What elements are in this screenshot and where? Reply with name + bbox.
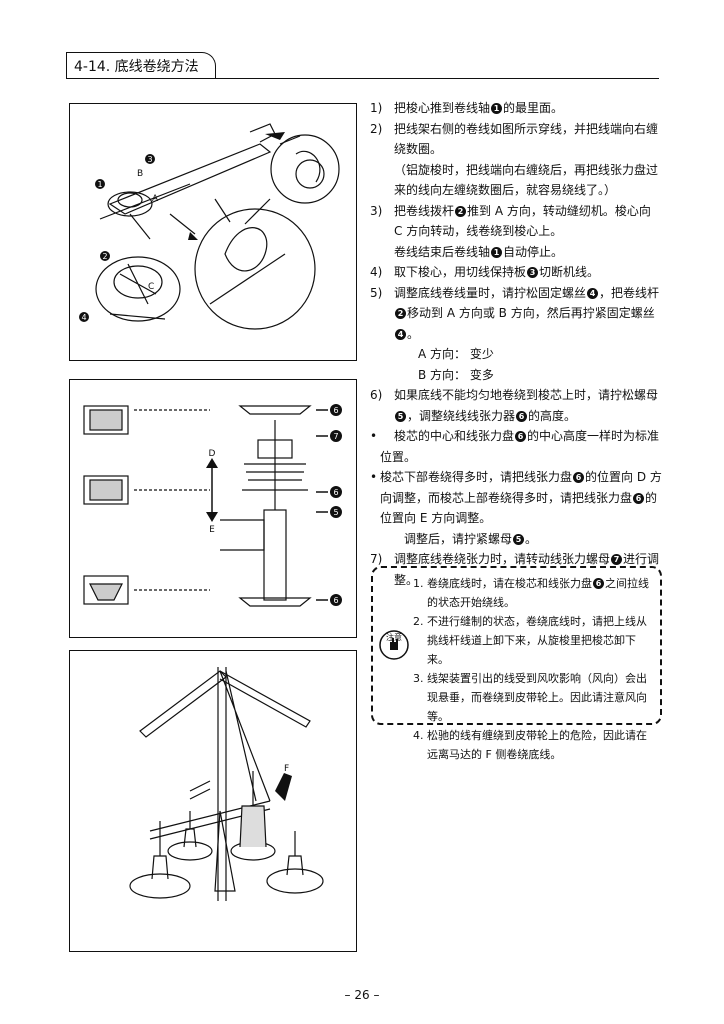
section-tab <box>66 52 216 79</box>
callout-5: 5 <box>395 410 406 422</box>
fig1-label-2: 2 <box>102 252 107 261</box>
caution-icon-text: 注意 <box>386 633 402 642</box>
page-number: – 26 – <box>344 988 380 1002</box>
fig3-label-f: F <box>284 764 289 774</box>
fig2-label-7: 7 <box>333 432 338 441</box>
callout-2: 2 <box>395 308 406 319</box>
fig2-label-6b: 6 <box>333 488 338 497</box>
caution-item: 3. 线架装置引出的线受到风吹影响（风向）会出现悬垂，而卷绕到皮带轮上。因此请注… <box>413 672 647 723</box>
callout-4: 4 <box>587 287 599 299</box>
section-title: 4-14. 底线卷绕方法 <box>74 59 199 75</box>
step-num: 3) <box>370 203 383 218</box>
step-num: 6) <box>370 388 383 402</box>
direction-b: B 方向： 变多 <box>418 367 494 382</box>
fig2-label-6c: 6 <box>333 596 338 605</box>
step-2: 2) 把线架右侧的卷线如图所示穿线，并把线端向右缠绕数圈。 （铝旋梭时，把线端向… <box>370 119 662 201</box>
section-rule <box>66 78 659 79</box>
fig2-label-d: D <box>209 449 216 459</box>
callout-4: 4 <box>395 328 406 340</box>
fig1-label-a: A <box>152 194 159 204</box>
fig2-label-6a: 6 <box>333 406 338 415</box>
step-num: 2) <box>370 121 383 136</box>
fig1-label-3: 3 <box>147 155 152 164</box>
callout-6: 6 <box>516 410 528 422</box>
caution-item: 2. 不进行缝制的状态，卷绕底线时，请把上线从挑线杆线道上卸下来，从旋梭里把梭芯… <box>413 615 647 666</box>
callout-2: 2 <box>455 205 467 217</box>
callout-6: 6 <box>573 472 585 483</box>
step-num: 1) <box>370 101 383 115</box>
direction-a: A 方向： 变少 <box>418 347 494 361</box>
fig1-label-b: B <box>137 169 143 179</box>
caution-hand-icon <box>379 630 409 660</box>
callout-3: 3 <box>527 267 539 278</box>
callout-1: 1 <box>491 246 503 258</box>
step-2-note: （铝旋梭时，把线端向右缠绕后，再把线张力盘过来的线向左缠绕数圈后，就容易绕线了。… <box>394 162 659 198</box>
figure-tension-adjustment: 6 7 6 5 6 D E <box>69 379 357 638</box>
callout-5: 5 <box>513 533 525 545</box>
callout-7: 7 <box>611 554 623 565</box>
step-num: 4) <box>370 265 383 279</box>
callout-6: 6 <box>515 431 527 442</box>
fig1-label-c: C <box>148 282 154 292</box>
callout-1: 1 <box>491 103 503 114</box>
callout-6: 6 <box>593 578 604 589</box>
step-num: 7) <box>370 552 383 566</box>
fig1-label-4: 4 <box>81 313 86 322</box>
figure-bobbin-winder: 1 3 2 4 B A C <box>69 103 357 361</box>
step-num: 5) <box>370 285 383 300</box>
fig2-label-5: 5 <box>333 508 338 517</box>
figure-thread-stand: F <box>69 650 357 952</box>
fig1-label-1: 1 <box>97 180 102 189</box>
caution-item: 4. 松驰的线有缠绕到皮带轮上的危险，因此请在远离马达的 F 侧卷绕底线。 <box>413 729 647 761</box>
callout-6: 6 <box>633 492 645 504</box>
fig2-label-e: E <box>209 525 215 535</box>
